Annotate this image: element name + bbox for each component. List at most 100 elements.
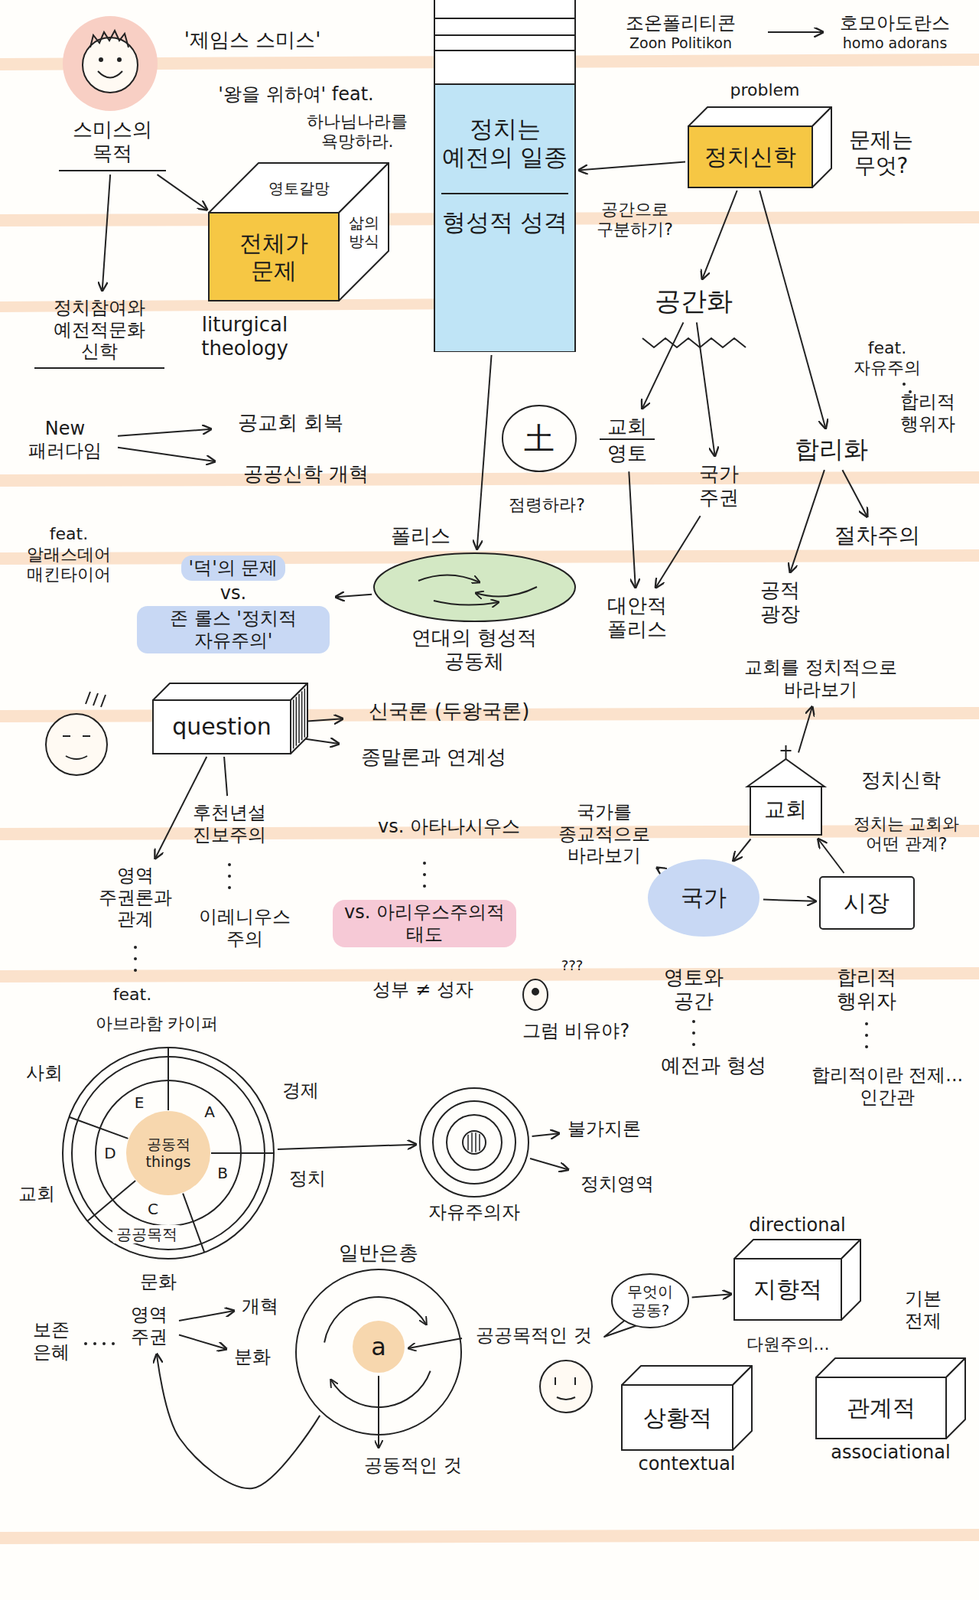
sphere-circle-outline: [87, 1180, 136, 1221]
thinking-face: [62, 735, 91, 737]
connector: [759, 190, 826, 429]
ellipsis-dots: [133, 968, 137, 972]
grace-circle-outline: [331, 1370, 431, 1407]
ellipsis-dots: [84, 1341, 88, 1345]
concept-term: 호모아도란스homo adorans: [826, 9, 964, 56]
pluralism-cube-outline: [734, 1258, 842, 1320]
sphere-circle-outline: [68, 1116, 128, 1139]
topic-cube-outline: [688, 107, 832, 127]
node-text: 국가를 종교적으로 바라보기: [557, 800, 651, 867]
connector: [156, 1353, 320, 1488]
node-text: 공동적 things: [131, 1135, 205, 1171]
node-text: vs.: [220, 582, 247, 605]
paper-band: [0, 471, 979, 487]
ellipsis-dots: [84, 382, 912, 1345]
question-cube-outline: [304, 688, 306, 738]
church-house: 교회: [745, 755, 827, 836]
node-text: 호모아도란스: [839, 12, 950, 35]
note-label: 공공목적인 것: [465, 1323, 603, 1347]
node-text: 합리화: [794, 434, 869, 464]
question-cube: question: [152, 683, 308, 754]
core-disc-outline: [352, 1320, 405, 1373]
church-house-outline: [750, 786, 822, 835]
inner-arrow: [408, 1337, 462, 1348]
node-text: 전체가 문제: [208, 212, 339, 301]
topic-note: 영역 주권론과 관계: [93, 861, 178, 934]
note-label: 합리적 행위자: [893, 390, 963, 436]
result-note: 공적 광장: [745, 575, 815, 629]
wavy-split: [642, 338, 746, 348]
puzzled-face: [532, 988, 539, 995]
connector: [696, 321, 716, 456]
note-label: liturgical theology: [172, 312, 318, 361]
note-label: 문화: [135, 1270, 182, 1293]
outcome-note: 공교회 회복: [214, 407, 368, 438]
connector: [818, 839, 845, 874]
target-circle-outline: [418, 1086, 531, 1198]
liturgy-column-outline: [434, 34, 576, 36]
ellipsis-dots: [422, 884, 427, 888]
result-note: 절차주의: [823, 519, 931, 552]
ellipsis-dots: [93, 1341, 97, 1345]
note-label: problem: [711, 80, 819, 101]
note-label: A: [200, 1102, 219, 1121]
puzzled-face: [523, 979, 548, 1010]
note-label: B: [213, 1163, 232, 1182]
land-blob-outline: [502, 405, 576, 472]
note-label: 아브라함 카이퍼: [72, 1013, 241, 1034]
connector: [657, 867, 660, 869]
asking-face: [556, 1396, 576, 1399]
note-label: 점령하라?: [500, 494, 593, 515]
liturgy-column-outline: [434, 83, 576, 85]
connector: [117, 429, 212, 436]
target-circle-outline: [446, 1114, 502, 1170]
liturgy-column-outline: [435, 84, 575, 352]
puzzled-face: [523, 979, 548, 1010]
node-text: 국가 주권: [691, 461, 747, 510]
grace-circle-outline: [295, 1268, 462, 1435]
paper-band: [0, 966, 979, 983]
node-text: 존 롤스 '정치적 자유주의': [136, 605, 330, 654]
note-label: 그럼 비유야?: [510, 1019, 641, 1042]
grace-circle: 일반은총a: [294, 1267, 463, 1436]
ellipsis-dots: [692, 1031, 696, 1035]
asking-face: [539, 1359, 592, 1412]
connector: [655, 515, 700, 588]
polis-ellipse: 폴리스연대의 형성적 공동체: [372, 551, 577, 623]
result-note: 불가지론: [562, 1114, 647, 1143]
node-text: 관계적: [816, 1376, 947, 1438]
connector: [178, 1334, 227, 1349]
node-text: 영토갈망: [234, 162, 365, 213]
question-cube-outline: [152, 683, 308, 700]
node-text: 국가: [680, 883, 727, 911]
node-text: 후천년설 진보주의: [178, 801, 280, 846]
node-text: 일반은총: [321, 1240, 436, 1265]
pluralism-cube-outline: [734, 1239, 861, 1259]
connector: [157, 174, 208, 210]
result-note: 분화: [229, 1342, 276, 1371]
node-text: 영역 주권: [125, 1303, 173, 1348]
node-text: 공적 광장: [748, 578, 812, 626]
topic-cube: 정치신학: [688, 107, 832, 188]
node-text: 공공신학 개혁: [243, 461, 369, 486]
speech-bubble-outline: [611, 1273, 689, 1328]
ellipsis-dots: [865, 1021, 869, 1025]
node-text: 공교회 회복: [237, 410, 344, 435]
node-text: 형성적 성격: [441, 192, 569, 237]
target-circle-outline: [478, 1133, 481, 1151]
sphere-circle-outline: [126, 1110, 211, 1195]
node-text: 대안적 폴리스: [605, 593, 669, 641]
ellipsis-dots: [227, 885, 231, 889]
connector: [117, 447, 215, 462]
node-text: 삶의 방식: [338, 188, 389, 277]
note-label: 합리적 행위자: [828, 965, 905, 1013]
node-text: 영역 주권론과 관계: [96, 864, 175, 931]
question-cube-outline: [298, 693, 300, 743]
key-concept: 합리화: [781, 431, 882, 467]
connector: [842, 469, 867, 517]
node-text: 정치신학: [688, 126, 813, 188]
ellipsis-dots: [422, 872, 427, 876]
ellipsis-dots: [902, 382, 906, 386]
note-label: ???: [549, 956, 596, 974]
